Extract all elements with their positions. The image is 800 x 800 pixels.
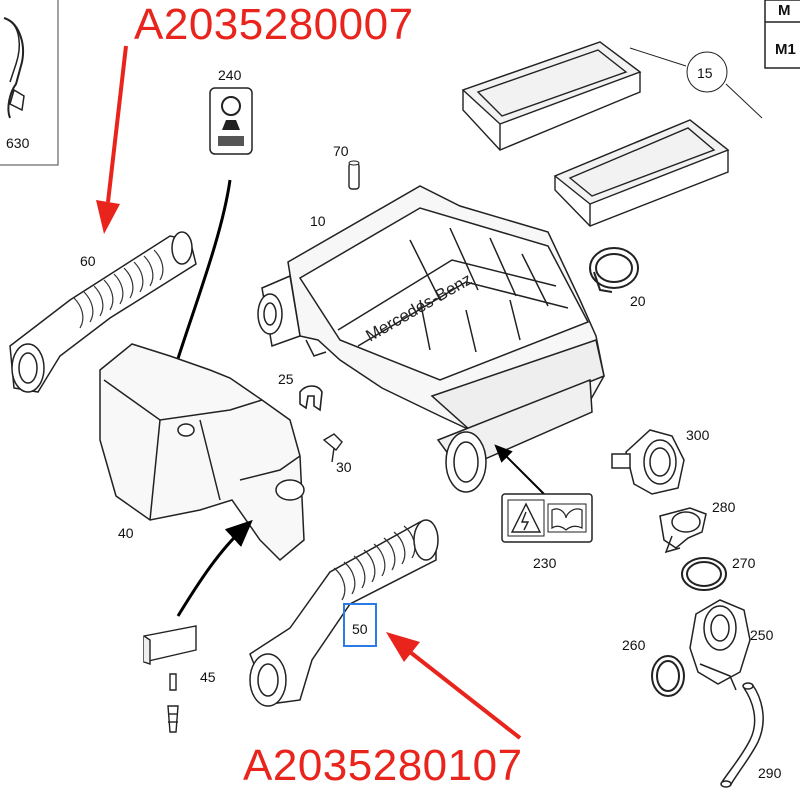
callout-70: 70 — [333, 143, 349, 159]
corner-table: M M1 — [764, 0, 800, 69]
callout-60: 60 — [80, 253, 96, 269]
clamp-ring-20 — [589, 247, 639, 293]
callout-20: 20 — [630, 293, 646, 309]
engine-airbox-10 — [257, 185, 605, 493]
callout-45: 45 — [200, 669, 216, 685]
callout-290: 290 — [758, 765, 782, 781]
red-arrow-bottom — [386, 632, 522, 740]
callout-50-highlight — [343, 603, 377, 647]
duct-50-ribs — [333, 525, 416, 601]
bracket-280 — [659, 507, 707, 554]
hose-290 — [720, 682, 764, 788]
callout-270: 270 — [732, 555, 756, 571]
inset-box-630: 630 — [0, 0, 59, 166]
leader-arrow-230 — [494, 444, 545, 495]
bolt-30 — [322, 433, 343, 463]
part-number-bottom: A2035280107 — [243, 741, 523, 790]
ring-270 — [681, 557, 727, 591]
callout-15-leader — [629, 47, 763, 119]
warning-pictogram-230 — [501, 493, 593, 543]
mass-airflow-sensor-300 — [611, 429, 685, 495]
corner-table-row1: M — [778, 2, 791, 19]
callout-25: 25 — [278, 371, 294, 387]
callout-230: 230 — [533, 555, 557, 571]
air-filter-elements — [461, 41, 730, 227]
callout-50: 50 — [352, 621, 368, 637]
part-number-top: A2035280007 — [134, 0, 414, 49]
callout-15: 15 — [697, 65, 713, 81]
strip-45 — [143, 625, 197, 733]
warning-pictogram-240 — [209, 87, 253, 155]
leader-arrow-45 — [176, 519, 253, 617]
ring-260 — [651, 655, 685, 697]
air-housing-40 — [99, 343, 305, 562]
callout-250: 250 — [750, 627, 774, 643]
callout-630: 630 — [6, 135, 30, 151]
callout-260: 260 — [622, 637, 646, 653]
air-duct-60 — [9, 231, 197, 393]
callout-30: 30 — [336, 459, 352, 475]
pin-70 — [348, 160, 360, 190]
duct-60-ribs — [73, 249, 164, 329]
corner-table-row2: M1 — [775, 41, 796, 58]
adapter-250 — [689, 599, 751, 691]
clip-25 — [299, 385, 323, 412]
callout-300: 300 — [686, 427, 710, 443]
callout-240: 240 — [218, 67, 242, 83]
callout-10: 10 — [310, 213, 326, 229]
callout-280: 280 — [712, 499, 736, 515]
callout-40: 40 — [118, 525, 134, 541]
red-arrow-top — [96, 45, 128, 234]
